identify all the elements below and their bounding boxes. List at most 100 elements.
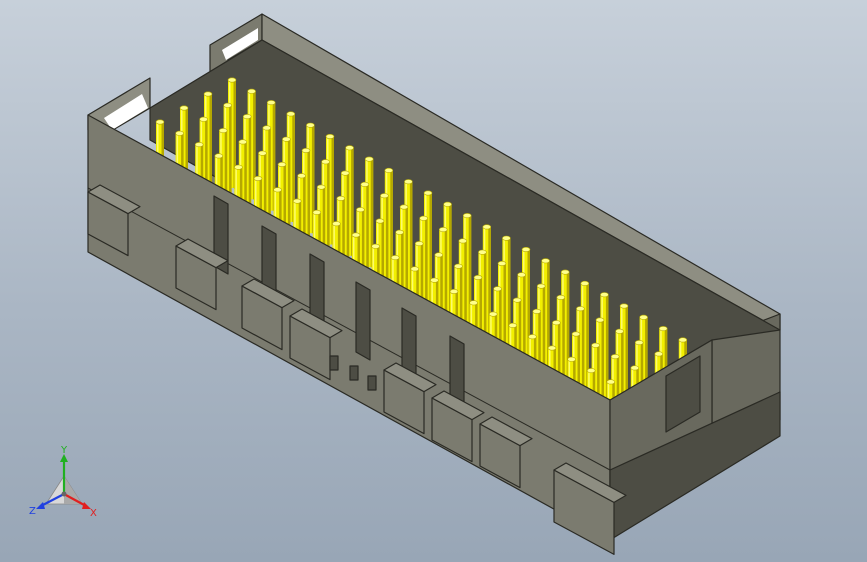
solder-tail-top (241, 278, 295, 309)
pin-tip (576, 306, 585, 312)
pin-shade (311, 125, 315, 234)
pin-tip (508, 322, 518, 328)
pin-tip (203, 91, 213, 97)
pin-body (267, 102, 276, 211)
pin-tip (266, 100, 276, 106)
pin-body (439, 229, 448, 338)
z-axis-arrow-icon (36, 502, 45, 509)
pin-shade (272, 102, 276, 211)
pin-tip (301, 148, 311, 154)
pin-tip (351, 232, 361, 238)
pin-tip (419, 215, 428, 221)
pin-tip (430, 277, 439, 283)
pin-body (278, 164, 286, 273)
pin-tip (552, 320, 561, 326)
pin-body (600, 294, 609, 403)
pin-tip (469, 300, 478, 306)
pin-shade (233, 80, 236, 188)
pin-shade (621, 331, 624, 440)
pin-shade (503, 263, 506, 372)
solder-tail-top (383, 362, 437, 393)
pin-tip (325, 134, 335, 140)
solder-tail-top (479, 416, 533, 447)
pin-shade (425, 218, 428, 327)
pin-tip (364, 156, 374, 162)
front-notch-highlight (104, 94, 148, 130)
pin-tip (390, 255, 400, 261)
pin-tip (462, 213, 472, 219)
pin-body (321, 161, 330, 270)
pin-shade (625, 306, 628, 414)
pin-body (580, 283, 589, 392)
pin-tip (410, 266, 420, 272)
pin-body (199, 119, 208, 228)
pin-body (302, 150, 310, 259)
pin-tip (541, 258, 550, 264)
pin-tip (512, 297, 522, 303)
pin-body (365, 159, 374, 268)
pin-shade (547, 260, 550, 369)
pin-tip (395, 229, 404, 235)
pin-body (286, 113, 295, 222)
pin-tip (356, 207, 365, 213)
pin-tip (591, 342, 600, 348)
front-slot (355, 281, 371, 361)
solder-tail-top (431, 390, 485, 421)
pin-shade (346, 173, 350, 282)
pin-tip (175, 130, 184, 136)
z-axis-label: Z (29, 506, 36, 517)
pin-tip (384, 167, 394, 173)
pin-tip (473, 274, 483, 280)
pin-shade (224, 130, 228, 239)
solder-tail-top (553, 462, 627, 503)
pin-tip (619, 303, 629, 309)
pin-shade (429, 193, 432, 301)
pin-shade (566, 272, 570, 381)
pin-body (204, 94, 212, 202)
pin-shade (488, 226, 491, 335)
pin-tip (375, 218, 385, 224)
left-notch-highlight (222, 28, 258, 60)
pin-shade (283, 164, 286, 273)
pin-body (424, 193, 432, 301)
pin-shade (361, 209, 365, 318)
pin-shade (185, 108, 188, 216)
pin-body (326, 136, 334, 245)
pin-shade (468, 215, 472, 324)
pin-tip (560, 269, 570, 275)
pin-tip (253, 176, 263, 182)
pin-body (262, 127, 271, 236)
pin-tip (528, 334, 537, 340)
pin-tip (238, 139, 248, 145)
solder-tail-top (289, 308, 343, 339)
pin-tip (438, 227, 448, 233)
pin-tip (454, 263, 463, 269)
pin-shade (268, 127, 271, 236)
pin-tip (571, 331, 581, 337)
locating-peg (329, 355, 339, 371)
pin-body (537, 286, 546, 395)
pin-tip (312, 209, 322, 215)
pin-shade (586, 283, 589, 392)
pin-tip (658, 326, 668, 332)
pin-shade (527, 249, 530, 358)
pin-body (478, 252, 487, 361)
pin-shade (581, 308, 585, 417)
pin-shade (366, 184, 369, 293)
pin-shade (483, 252, 487, 361)
pin-tip (586, 368, 596, 374)
pin-tip (345, 145, 354, 151)
pin-tip (155, 119, 165, 125)
pin-shade (601, 320, 604, 428)
pin-shade (322, 187, 326, 296)
pin-shade (605, 294, 609, 403)
pin-body (400, 207, 408, 315)
pin-tip (340, 170, 350, 176)
pin-tip (567, 356, 576, 362)
pin-tip (678, 337, 688, 343)
pin-tip (273, 187, 282, 193)
pin-tip (414, 241, 424, 247)
pin-tip (521, 247, 531, 253)
pin-tip (316, 184, 326, 190)
